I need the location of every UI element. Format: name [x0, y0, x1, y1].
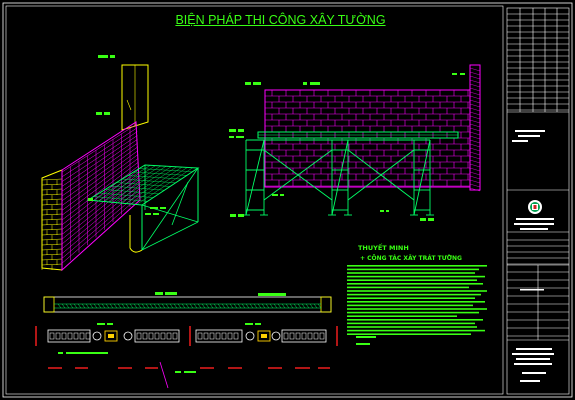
elevation-scaffold: [257, 131, 459, 139]
notes-subtitle: + CÔNG TÁC XÂY TRÁT TƯỜNG: [360, 255, 462, 262]
plan-wall-strip: [43, 296, 332, 313]
isometric-wall-view: [41, 55, 200, 272]
plan-scaffold-right: [195, 329, 327, 343]
wall-callouts: [88, 55, 166, 215]
title-block: [506, 7, 570, 395]
wall-front-face: [41, 169, 63, 271]
company-logo: [528, 200, 542, 214]
notes-title: THUYẾT MINH: [358, 244, 409, 252]
plan-section-view: [35, 292, 338, 389]
notes-paragraph: [347, 265, 487, 335]
elevation-column: [469, 64, 481, 191]
drawing-title: BIỆN PHÁP THI CÔNG XÂY TƯỜNG: [175, 13, 386, 27]
drawing-frame: [5, 5, 504, 395]
dimension-lines: [35, 326, 338, 369]
wall-column: [121, 64, 149, 131]
title-block-text: [512, 130, 554, 382]
elevation-wall-view: [229, 64, 481, 221]
plan-callouts: [58, 292, 286, 373]
notes-bullets: [356, 336, 376, 345]
elevation-callouts: [229, 73, 465, 221]
